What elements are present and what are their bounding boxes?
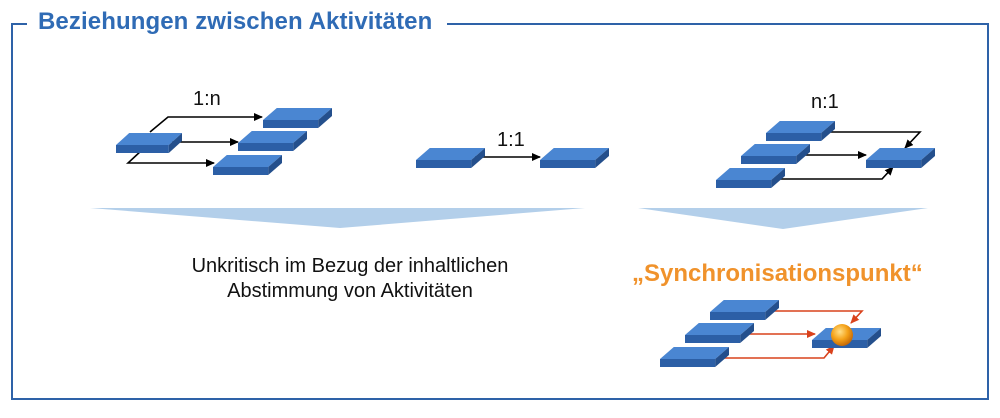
sync-point-icon (831, 324, 853, 346)
caption-line-2: Abstimmung von Aktivitäten (227, 280, 473, 302)
label-one-to-many: 1:n (193, 88, 221, 110)
activity-block (116, 133, 182, 153)
label-one-to-one: 1:1 (497, 129, 525, 151)
activity-block (238, 131, 307, 151)
activity-block (540, 148, 609, 168)
activity-block (866, 148, 935, 168)
diagram-frame (11, 24, 989, 400)
funnel-left (90, 208, 585, 228)
caption-line-1: Unkritisch im Bezug der inhaltlichen (191, 255, 509, 277)
label-many-to-one: n:1 (811, 91, 839, 113)
activity-block (685, 323, 754, 343)
activity-block (741, 144, 810, 164)
frame-top-left-edge (11, 23, 27, 25)
group-sync-point (660, 300, 881, 367)
activity-block (660, 347, 729, 367)
funnel-right (638, 208, 928, 229)
activity-block (766, 121, 835, 141)
group-many-to-one (716, 121, 935, 188)
activity-block (716, 168, 785, 188)
activity-block (710, 300, 779, 320)
group-one-to-many (116, 108, 332, 175)
frame-top-right-edge (447, 23, 989, 25)
caption-unkritisch: Unkritisch im Bezug der inhaltlichen Abs… (130, 254, 570, 304)
activity-block (263, 108, 332, 128)
activity-block (213, 155, 282, 175)
group-one-to-one (416, 148, 609, 168)
sync-point-label: „Synchronisationspunkt“ (632, 260, 923, 287)
activity-block (416, 148, 485, 168)
diagram-title: Beziehungen zwischen Aktivitäten (38, 8, 433, 35)
